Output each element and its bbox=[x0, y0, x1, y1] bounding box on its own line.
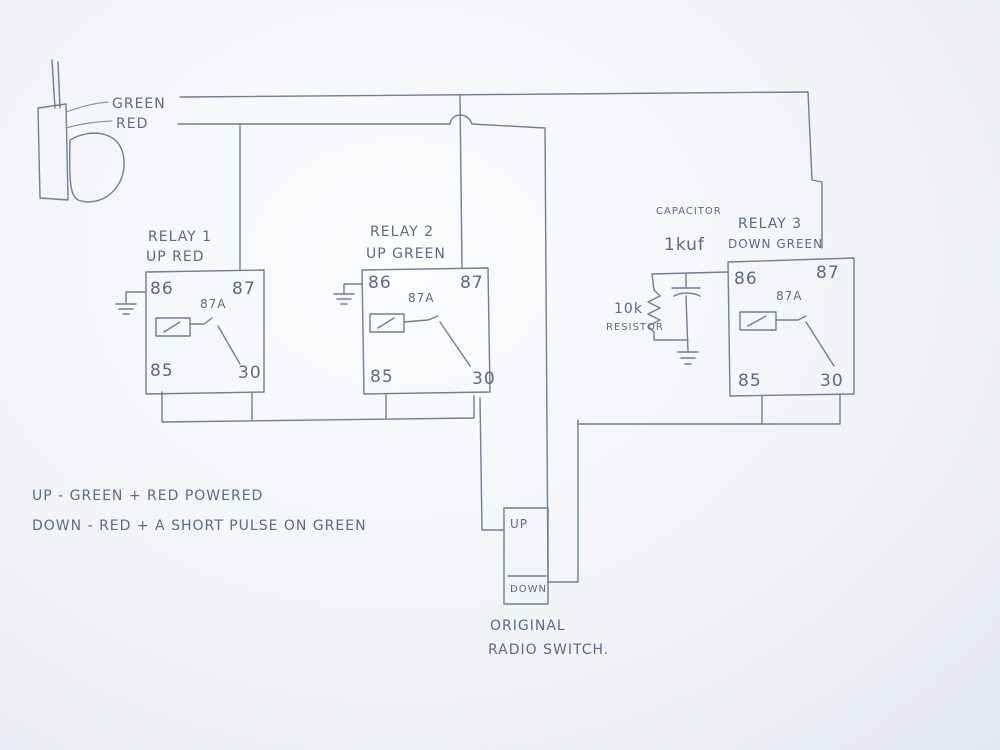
relay2-switch-line bbox=[439, 321, 471, 367]
relay2-name: RELAY 2 bbox=[370, 224, 434, 240]
switch-down-label: DOWN bbox=[510, 584, 547, 595]
relay-3 bbox=[727, 257, 855, 397]
relay1-pin30: 30 bbox=[238, 363, 262, 383]
relay-1 bbox=[115, 269, 265, 395]
switch-body bbox=[503, 507, 549, 605]
relay2-feed-wire bbox=[459, 95, 463, 269]
relay3-pin30: 30 bbox=[820, 371, 844, 391]
resistor-icon bbox=[647, 289, 689, 341]
relay3-common-wire bbox=[577, 393, 841, 425]
antenna-motor bbox=[37, 59, 125, 203]
relay1-box bbox=[145, 269, 265, 395]
capacitor-value: 1kuf bbox=[664, 235, 705, 255]
switch-caption-2: RADIO SWITCH. bbox=[488, 642, 609, 658]
switch-down-wire bbox=[547, 419, 579, 583]
relay12-common-wire bbox=[161, 391, 475, 423]
relay1-coil-slash bbox=[163, 321, 181, 333]
rc-network bbox=[647, 271, 729, 365]
relay1-pin87: 87 bbox=[232, 279, 256, 299]
relay2-box bbox=[361, 267, 491, 395]
relay2-ground-icon bbox=[333, 283, 363, 305]
relay1-name: RELAY 1 bbox=[148, 229, 212, 245]
relay1-switch-line bbox=[217, 325, 241, 365]
relay2-pin30: 30 bbox=[472, 369, 496, 389]
relay3-coil-slash bbox=[747, 315, 767, 327]
relay1-coil bbox=[155, 317, 191, 337]
switch-up-label: UP bbox=[510, 517, 528, 531]
wiring bbox=[161, 91, 841, 583]
relay2-contact-arm bbox=[403, 315, 439, 323]
capacitor-icon bbox=[671, 287, 701, 297]
capacitor-bottom-lead bbox=[685, 295, 689, 353]
relay2-coil-slash bbox=[377, 317, 395, 329]
capacitor-label: CAPACITOR bbox=[656, 206, 722, 217]
note-up: UP - GREEN + RED POWERED bbox=[32, 488, 263, 504]
relay2-coil bbox=[369, 313, 405, 333]
rc-top-wire bbox=[651, 271, 729, 291]
red-wire-label: RED bbox=[116, 116, 148, 132]
resistor-label: RESISTOR bbox=[606, 322, 664, 333]
relay3-pin85: 85 bbox=[738, 371, 762, 391]
relay3-coil bbox=[739, 311, 777, 331]
switch-caption-1: ORIGINAL bbox=[490, 618, 566, 634]
red-lead bbox=[65, 120, 113, 129]
green-lead bbox=[65, 101, 109, 113]
motor-drum bbox=[68, 132, 125, 203]
antenna-mast-edge bbox=[57, 61, 61, 109]
resistor-value: 10k bbox=[614, 301, 643, 317]
relay3-pin87: 87 bbox=[816, 263, 840, 283]
relay2-pin87: 87 bbox=[460, 273, 484, 293]
relay1-pin87a: 87A bbox=[200, 297, 226, 311]
red-bus-wire bbox=[177, 114, 549, 583]
relay1-ground-icon bbox=[115, 291, 147, 315]
relay3-switch-line bbox=[805, 321, 835, 367]
relay2-role: UP GREEN bbox=[366, 246, 446, 262]
relay1-pin85: 85 bbox=[150, 361, 174, 381]
relay3-box bbox=[727, 257, 855, 397]
relay3-name: RELAY 3 bbox=[738, 216, 802, 232]
green-bus-wire bbox=[179, 91, 823, 249]
antenna-mast bbox=[51, 59, 56, 109]
rc-ground-icon bbox=[677, 351, 699, 365]
relay3-contact-arm bbox=[775, 315, 807, 321]
relay2-pin85: 85 bbox=[370, 367, 394, 387]
relay3-role: DOWN GREEN bbox=[728, 237, 823, 251]
switch-up-wire bbox=[479, 397, 505, 531]
motor-housing bbox=[37, 103, 69, 201]
relay2-pin87a: 87A bbox=[408, 291, 434, 305]
relay1-contact-arm bbox=[189, 317, 213, 325]
relay3-pin87a: 87A bbox=[776, 289, 802, 303]
relay-2 bbox=[333, 267, 491, 395]
relay1-role: UP RED bbox=[146, 249, 205, 265]
green-wire-label: GREEN bbox=[112, 96, 166, 112]
relay3-pin86: 86 bbox=[734, 269, 758, 289]
radio-switch bbox=[503, 507, 549, 605]
note-down: DOWN - RED + A SHORT PULSE ON GREEN bbox=[32, 518, 367, 534]
relay2-pin86: 86 bbox=[368, 273, 392, 293]
relay1-pin86: 86 bbox=[150, 279, 174, 299]
